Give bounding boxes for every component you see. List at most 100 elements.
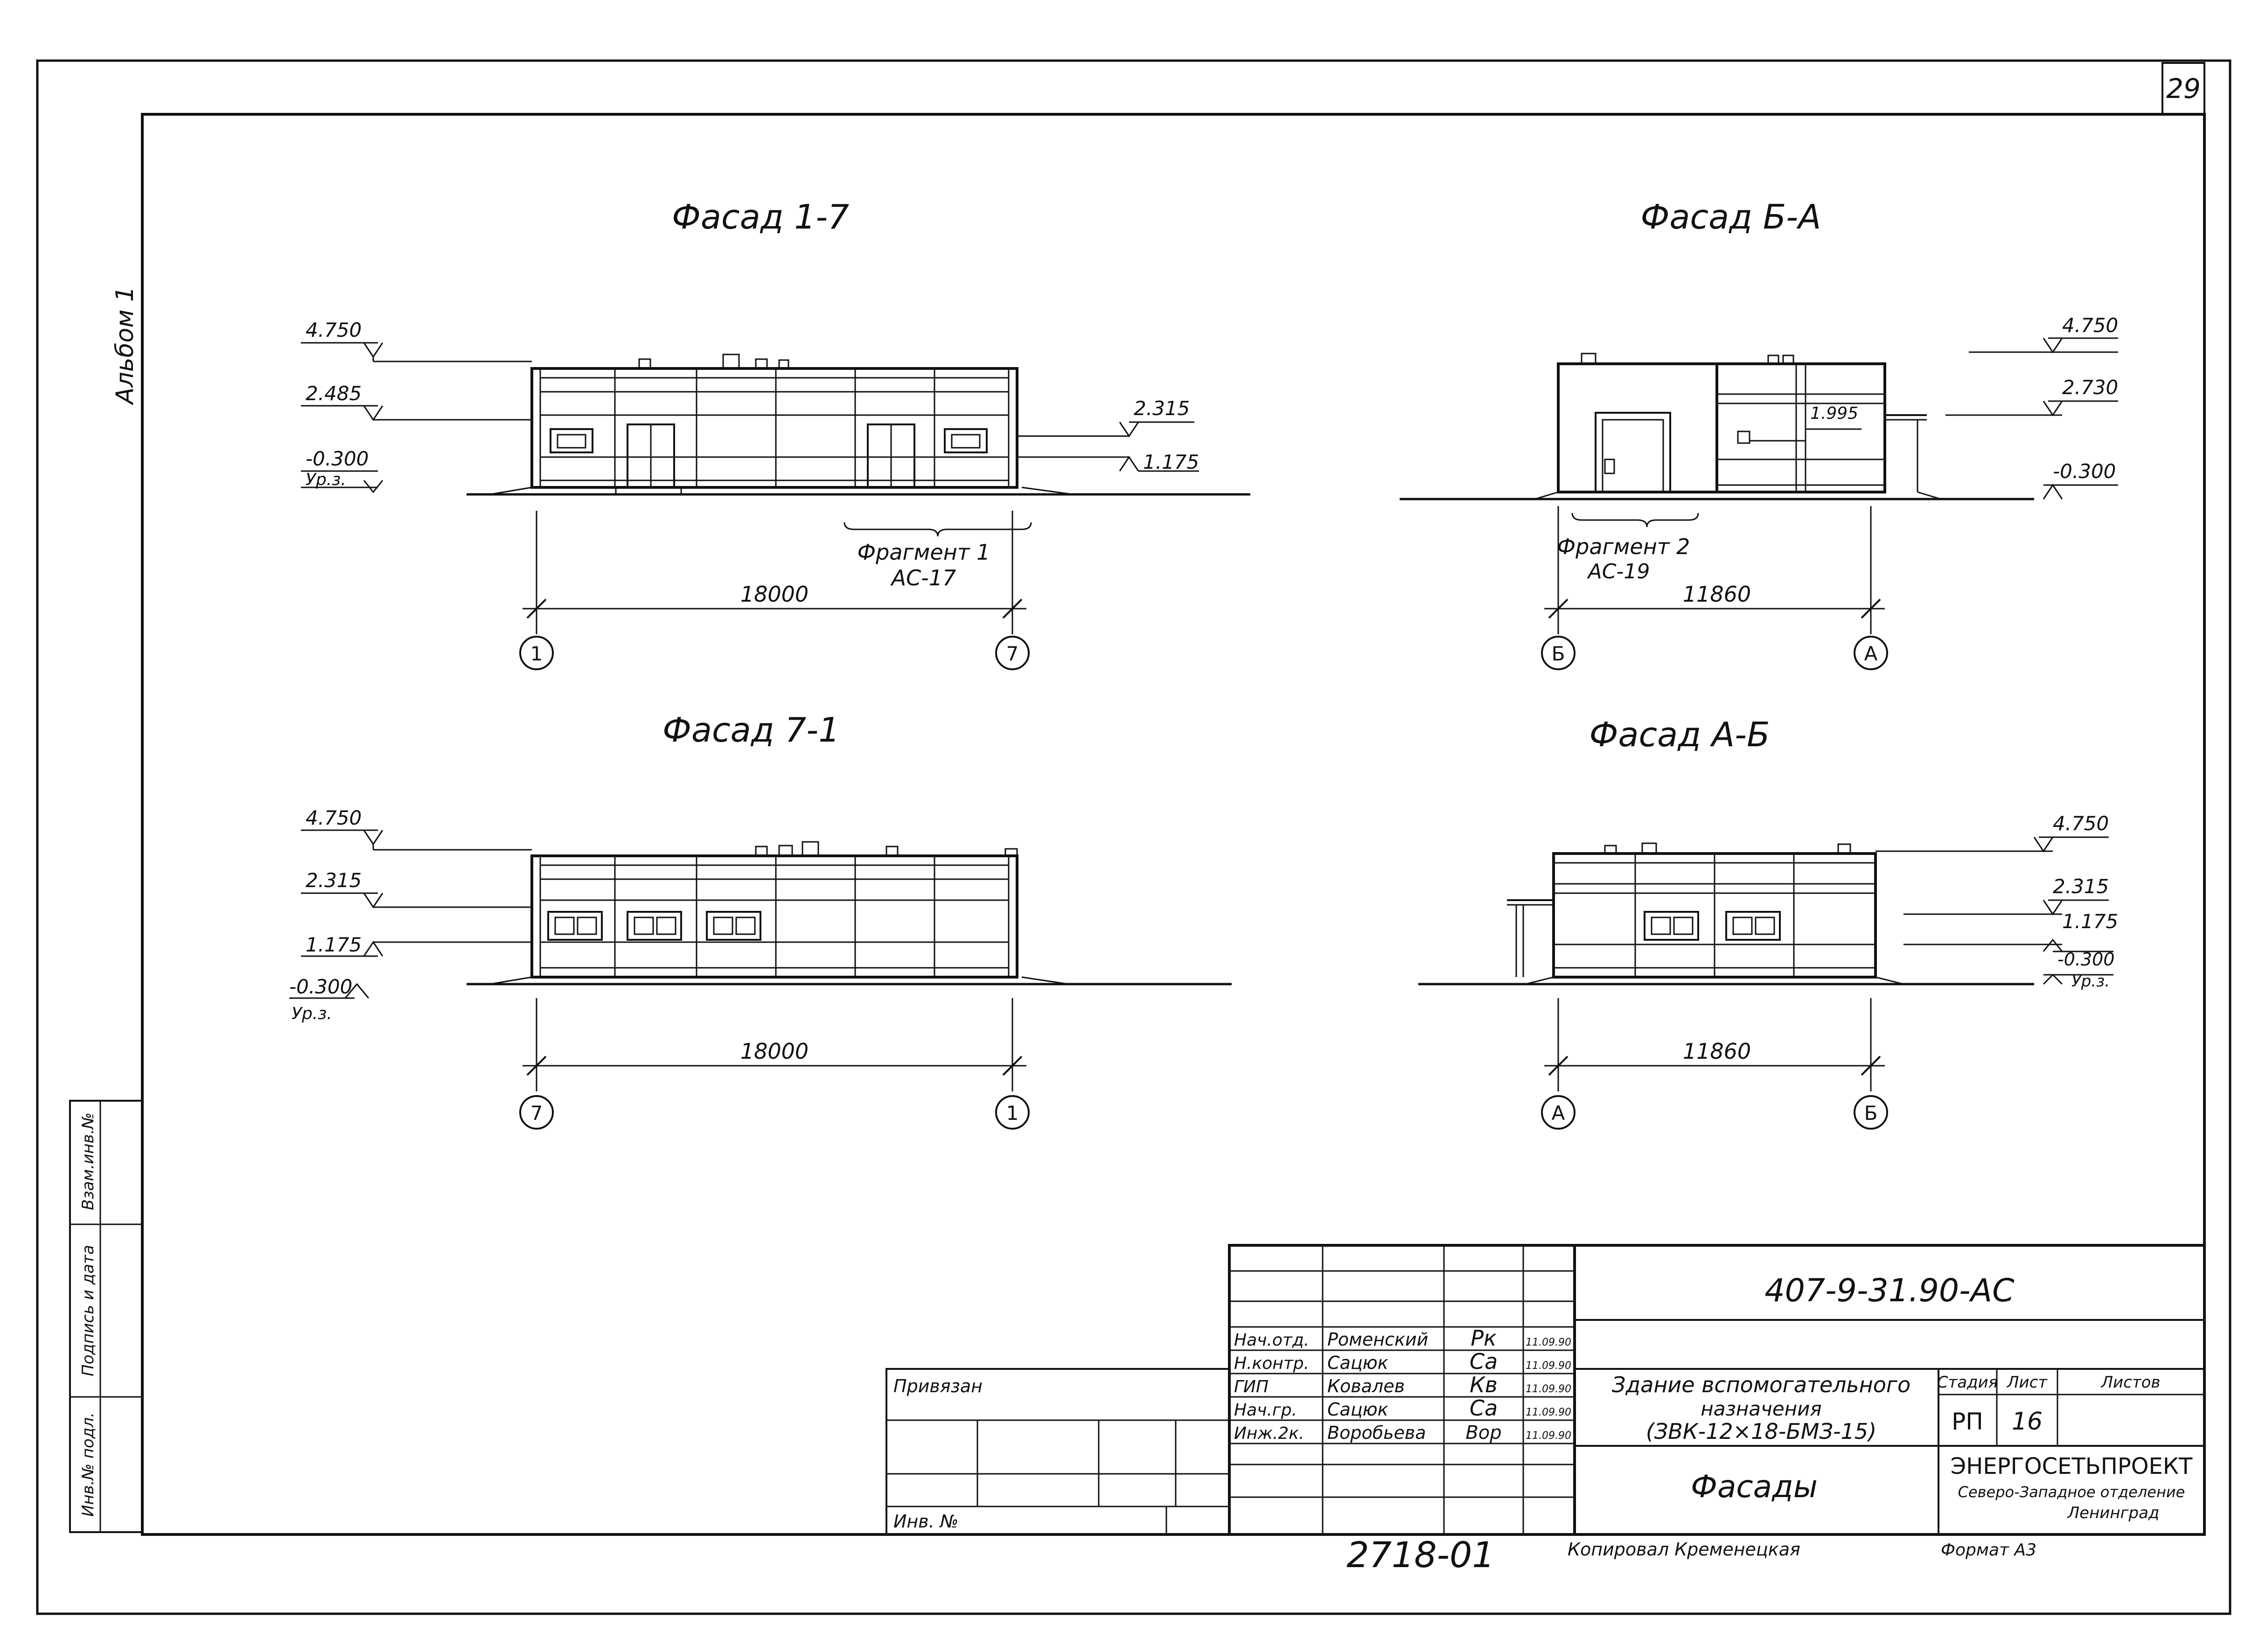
role-nach-gr: Нач.гр.	[1234, 1401, 1297, 1420]
date-nach-gr: 11.09.90	[1526, 1407, 1571, 1418]
fragment-ref: АС-17	[890, 565, 956, 590]
axis-label-7: 7	[1006, 642, 1019, 665]
signature-5: Вор	[1465, 1422, 1501, 1444]
signature-2: Са	[1470, 1349, 1498, 1374]
archive-number: 2718-01	[1346, 1534, 1495, 1576]
name-n-kontr: Сацюк	[1327, 1353, 1388, 1373]
side-cell-original-inv: Инв.№ подл.	[79, 1412, 98, 1517]
signature-3: Кв	[1470, 1372, 1498, 1397]
facade-building	[1418, 842, 2034, 986]
signature-4: Са	[1470, 1395, 1498, 1421]
date-n-kontr: 11.09.90	[1526, 1360, 1571, 1372]
dimension-value: 18000	[740, 582, 809, 607]
role-n-kontr: Н.контр.	[1234, 1354, 1309, 1373]
ground-level: Ур.з.	[292, 1004, 332, 1023]
level-minus-0300: -0.300	[2057, 949, 2115, 970]
stage-header: Стадия	[1937, 1373, 1998, 1392]
axis-markers	[519, 1095, 1030, 1130]
fragment-brace	[1571, 513, 1699, 528]
role-nach-otd: Нач.отд.	[1234, 1331, 1309, 1350]
level-2485: 2.485	[306, 382, 362, 405]
axis-label-b: Б	[1552, 642, 1565, 665]
sheet-title: Фасады	[1691, 1469, 1818, 1505]
level-minus-0300: -0.300	[2053, 460, 2116, 483]
org-city: Ленинград	[2067, 1504, 2160, 1522]
level-marks-right	[1876, 836, 2113, 985]
sheet-number: 16	[2012, 1408, 2043, 1436]
document-code: 407-9-31.90-АС	[1764, 1272, 2015, 1309]
axis-label-b: Б	[1864, 1102, 1878, 1124]
level-minus-0300: -0.300	[306, 447, 369, 470]
name-inzh: Воробьева	[1327, 1423, 1426, 1443]
facade-building	[1400, 353, 2034, 500]
level-marks-left	[301, 342, 532, 493]
level-minus-0300: -0.300	[289, 975, 352, 998]
dimension-value: 18000	[740, 1039, 809, 1064]
facade-title: Фасад 1-7	[672, 197, 849, 236]
axis-label-7: 7	[530, 1102, 543, 1124]
copied-by: Копировал Кременецкая	[1568, 1539, 1800, 1560]
level-1175: 1.175	[306, 933, 362, 956]
facade-1-7: Фасад 1-7	[301, 197, 1250, 670]
dimension-value: 11860	[1683, 1039, 1751, 1064]
level-4750: 4.750	[306, 319, 362, 341]
facade-building	[467, 354, 1250, 496]
level-4750: 4.750	[306, 806, 362, 829]
object-name-1: Здание вспомогательного	[1612, 1372, 1910, 1397]
org-name: ЭНЕРГОСЕТЬПРОЕКТ	[1951, 1453, 2193, 1479]
axis-markers	[1541, 1095, 1888, 1130]
title-block-grid	[885, 1244, 2206, 1536]
axis-markers	[1541, 636, 1888, 670]
side-stamp	[69, 1100, 143, 1533]
ground-level: Ур.з.	[306, 470, 346, 489]
inv-number-label: Инв. №	[893, 1511, 958, 1532]
fragment-label: Фрагмент 2	[1557, 534, 1690, 559]
role-gip: ГИП	[1234, 1377, 1269, 1396]
facade-title: Фасад Б-А	[1640, 197, 1821, 236]
org-branch: Северо-Западное отделение	[1958, 1483, 2185, 1501]
level-2315: 2.315	[306, 869, 362, 892]
sheet-header: Лист	[2006, 1373, 2048, 1392]
date-inzh: 11.09.90	[1526, 1430, 1571, 1442]
dimension-line	[523, 998, 1026, 1091]
level-marks-right	[1017, 421, 1199, 472]
fragment-brace	[844, 522, 1032, 537]
level-4750: 4.750	[2053, 812, 2109, 835]
level-1175: 1.175	[1143, 451, 1199, 473]
object-name-2: назначения	[1701, 1397, 1821, 1420]
axis-label-a: А	[1864, 642, 1878, 665]
level-marks-left	[289, 829, 532, 999]
page-number: 29	[2166, 73, 2201, 104]
side-cell-signature-date: Подпись и дата	[79, 1245, 98, 1376]
name-nach-gr: Сацюк	[1327, 1399, 1388, 1420]
paper-format: Формат А3	[1941, 1541, 2036, 1560]
dimension-line	[1544, 998, 1885, 1091]
level-2730: 2.730	[2062, 376, 2118, 399]
name-gip: Ковалев	[1327, 1376, 1405, 1396]
axis-label-1: 1	[1006, 1102, 1019, 1124]
privyazan-label: Привязан	[893, 1376, 983, 1396]
level-2315: 2.315	[2053, 875, 2109, 898]
ground-level: Ур.з.	[2071, 972, 2110, 991]
axis-markers	[519, 636, 1030, 670]
role-inzh: Инж.2к.	[1234, 1424, 1304, 1443]
facade-7-1: Фасад 7-1	[289, 710, 1232, 1130]
date-nach-otd: 11.09.90	[1526, 1337, 1571, 1348]
facade-title: Фасад А-Б	[1589, 715, 1770, 754]
facade-title: Фасад 7-1	[662, 710, 840, 750]
facade-building	[467, 841, 1232, 986]
dimension-value: 11860	[1683, 582, 1751, 607]
object-name-3: (ЗВК-12×18-БМЗ-15)	[1646, 1419, 1876, 1444]
level-4750: 4.750	[2062, 314, 2118, 337]
level-marks-right	[1750, 337, 2118, 500]
date-gip: 11.09.90	[1526, 1383, 1571, 1395]
facade-b-a: Фасад Б-А	[1400, 197, 2118, 670]
side-cell-replace-inv: Взам.инв.№	[79, 1112, 98, 1210]
axis-label-1: 1	[530, 642, 543, 665]
stage-value: РП	[1952, 1408, 1983, 1435]
facade-a-b: Фасад А-Б	[1418, 715, 2118, 1130]
dimension-line	[1544, 506, 1885, 634]
dimension-line	[523, 511, 1026, 634]
signature-1: Рк	[1471, 1326, 1497, 1351]
